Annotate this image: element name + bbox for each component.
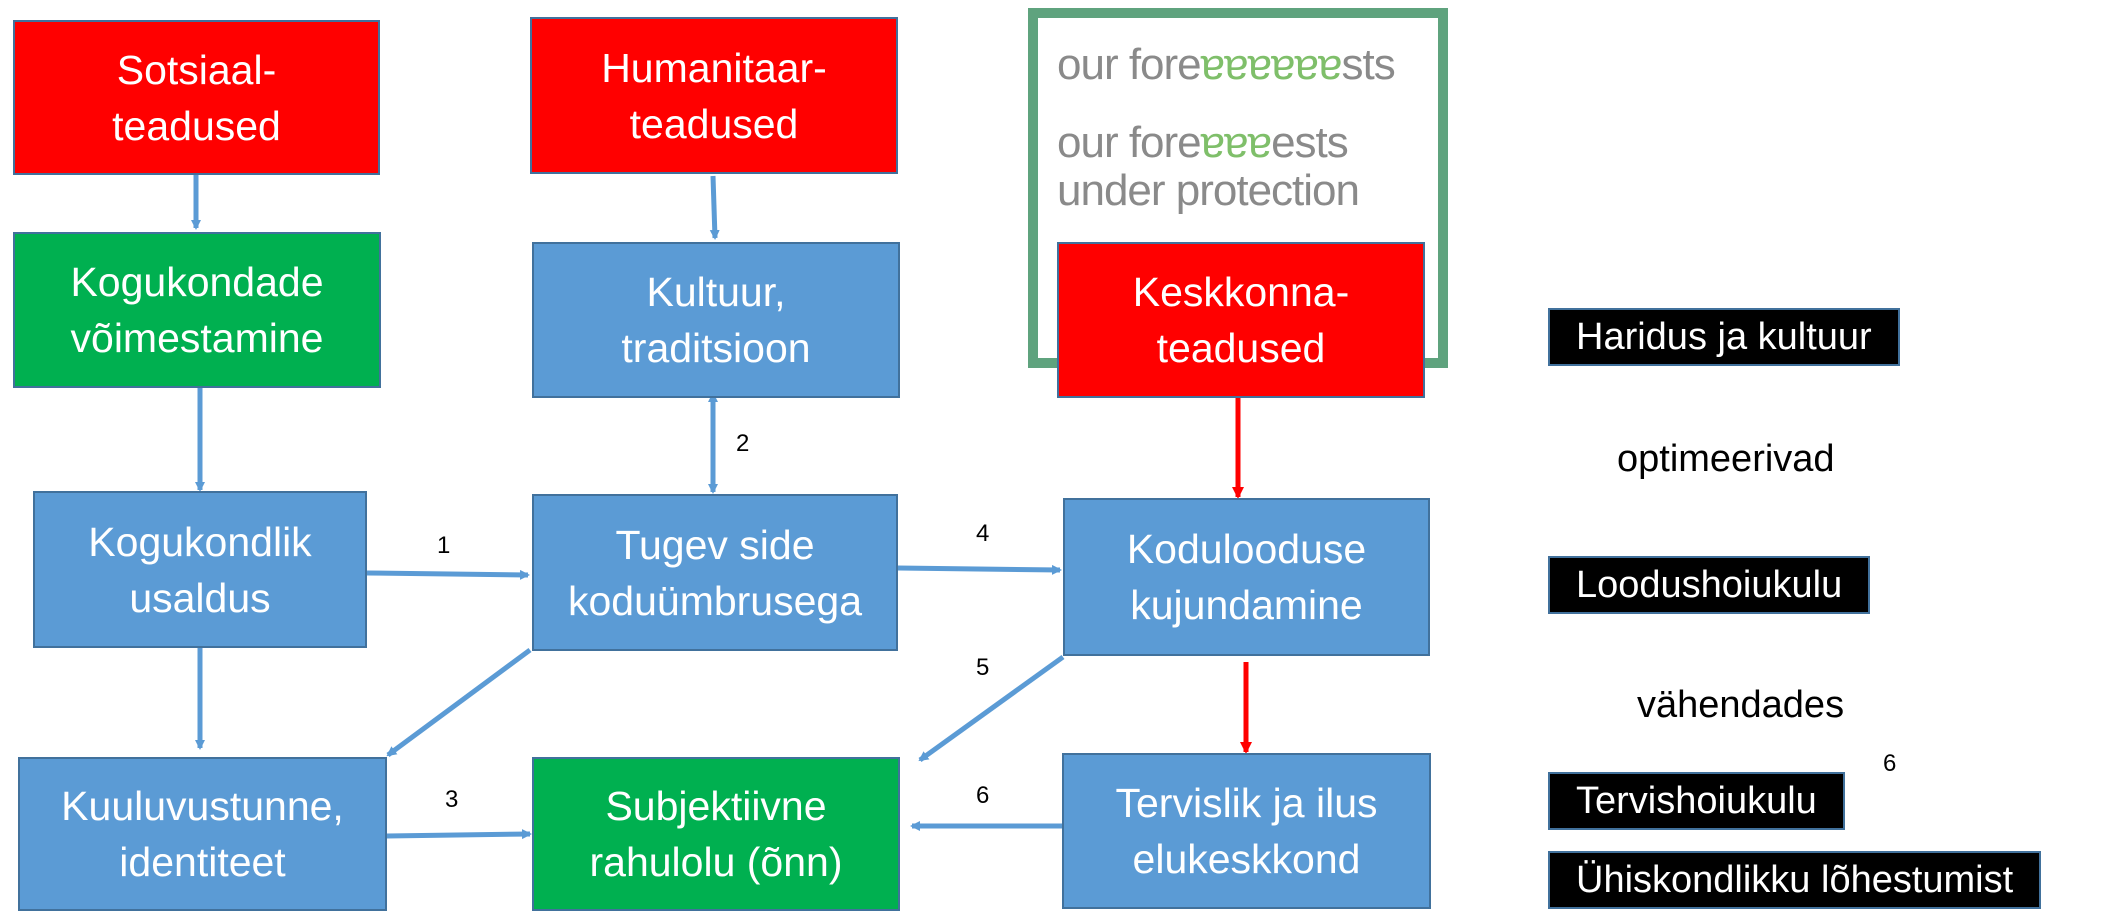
logo-line-1-suffix: sts — [1341, 40, 1395, 89]
node-kogukondade-voimestamine: Kogukondade võimestamine — [13, 232, 381, 388]
footnote-6: 6 — [1883, 750, 1897, 777]
label-haridus-ja-kultuur: Haridus ja kultuur — [1548, 308, 1900, 366]
edge-label-3: 3 — [445, 786, 459, 813]
node-kodulooduse-kujundamine: Kodulooduse kujundamine — [1063, 498, 1430, 656]
logo-tree-icons-2: ɐɐɐ — [1200, 118, 1272, 167]
node-kogukondlik-usaldus: Kogukondlik usaldus — [33, 491, 367, 648]
logo-tree-icons-1: ɐɐɐɐɐɐ — [1200, 40, 1343, 89]
arrow-kuuluvus-to-rahulolu — [386, 829, 532, 840]
arrow-usaldus-to-tugev — [366, 569, 530, 580]
arrow-humanitaar-to-kultuur — [709, 175, 720, 240]
arrow-tugev-to-kuuluvus — [386, 647, 532, 758]
edge-label-6: 6 — [976, 782, 990, 809]
edge-label-4: 4 — [976, 520, 990, 547]
node-tervislik-ja-ilus-elukeskkond: Tervislik ja ilus elukeskkond — [1062, 753, 1431, 909]
edge-label-1: 1 — [437, 532, 451, 559]
label-loodushoiukulu: Loodushoiukulu — [1548, 556, 1871, 614]
word-optimeerivad: optimeerivad — [1617, 438, 1835, 480]
node-tugev-side-koduumbrusega: Tugev side koduümbrusega — [532, 494, 898, 651]
label-tervishoiukulu: Tervishoiukulu — [1548, 772, 1845, 830]
node-humanitaarteadused: Humanitaar- teadused — [530, 17, 898, 174]
node-sotsiaalteadused: Sotsiaal- teadused — [13, 20, 380, 175]
edge-label-5: 5 — [976, 654, 990, 681]
logo-line-2-suffix: ests — [1271, 118, 1349, 167]
node-keskkonnateadused: Keskkonna- teadused — [1057, 242, 1425, 398]
edge-label-2: 2 — [736, 430, 750, 457]
logo-line-2-prefix: our fore — [1057, 118, 1202, 167]
logo-line-1: our foreɐɐɐɐɐɐsts — [1057, 40, 1396, 90]
logo-line-3: under protection — [1057, 166, 1360, 215]
node-kultuur-traditsioon: Kultuur, traditsioon — [532, 242, 900, 398]
label-uhiskondlikku-lohestumist: Ühiskondlikku lõhestumist — [1548, 851, 2042, 909]
logo-line-2: our foreɐɐɐests — [1057, 118, 1349, 168]
word-vahendades: vähendades — [1637, 684, 1845, 726]
arrow-tugev-to-koduloodus — [897, 564, 1062, 575]
logo-line-1-prefix: our fore — [1057, 40, 1202, 89]
node-kuuluvustunne-identiteet: Kuuluvustunne, identiteet — [18, 757, 387, 911]
node-subjektiivne-rahulolu: Subjektiivne rahulolu (õnn) — [532, 757, 900, 911]
arrow-koduloodus-to-rahulolu — [918, 654, 1065, 763]
